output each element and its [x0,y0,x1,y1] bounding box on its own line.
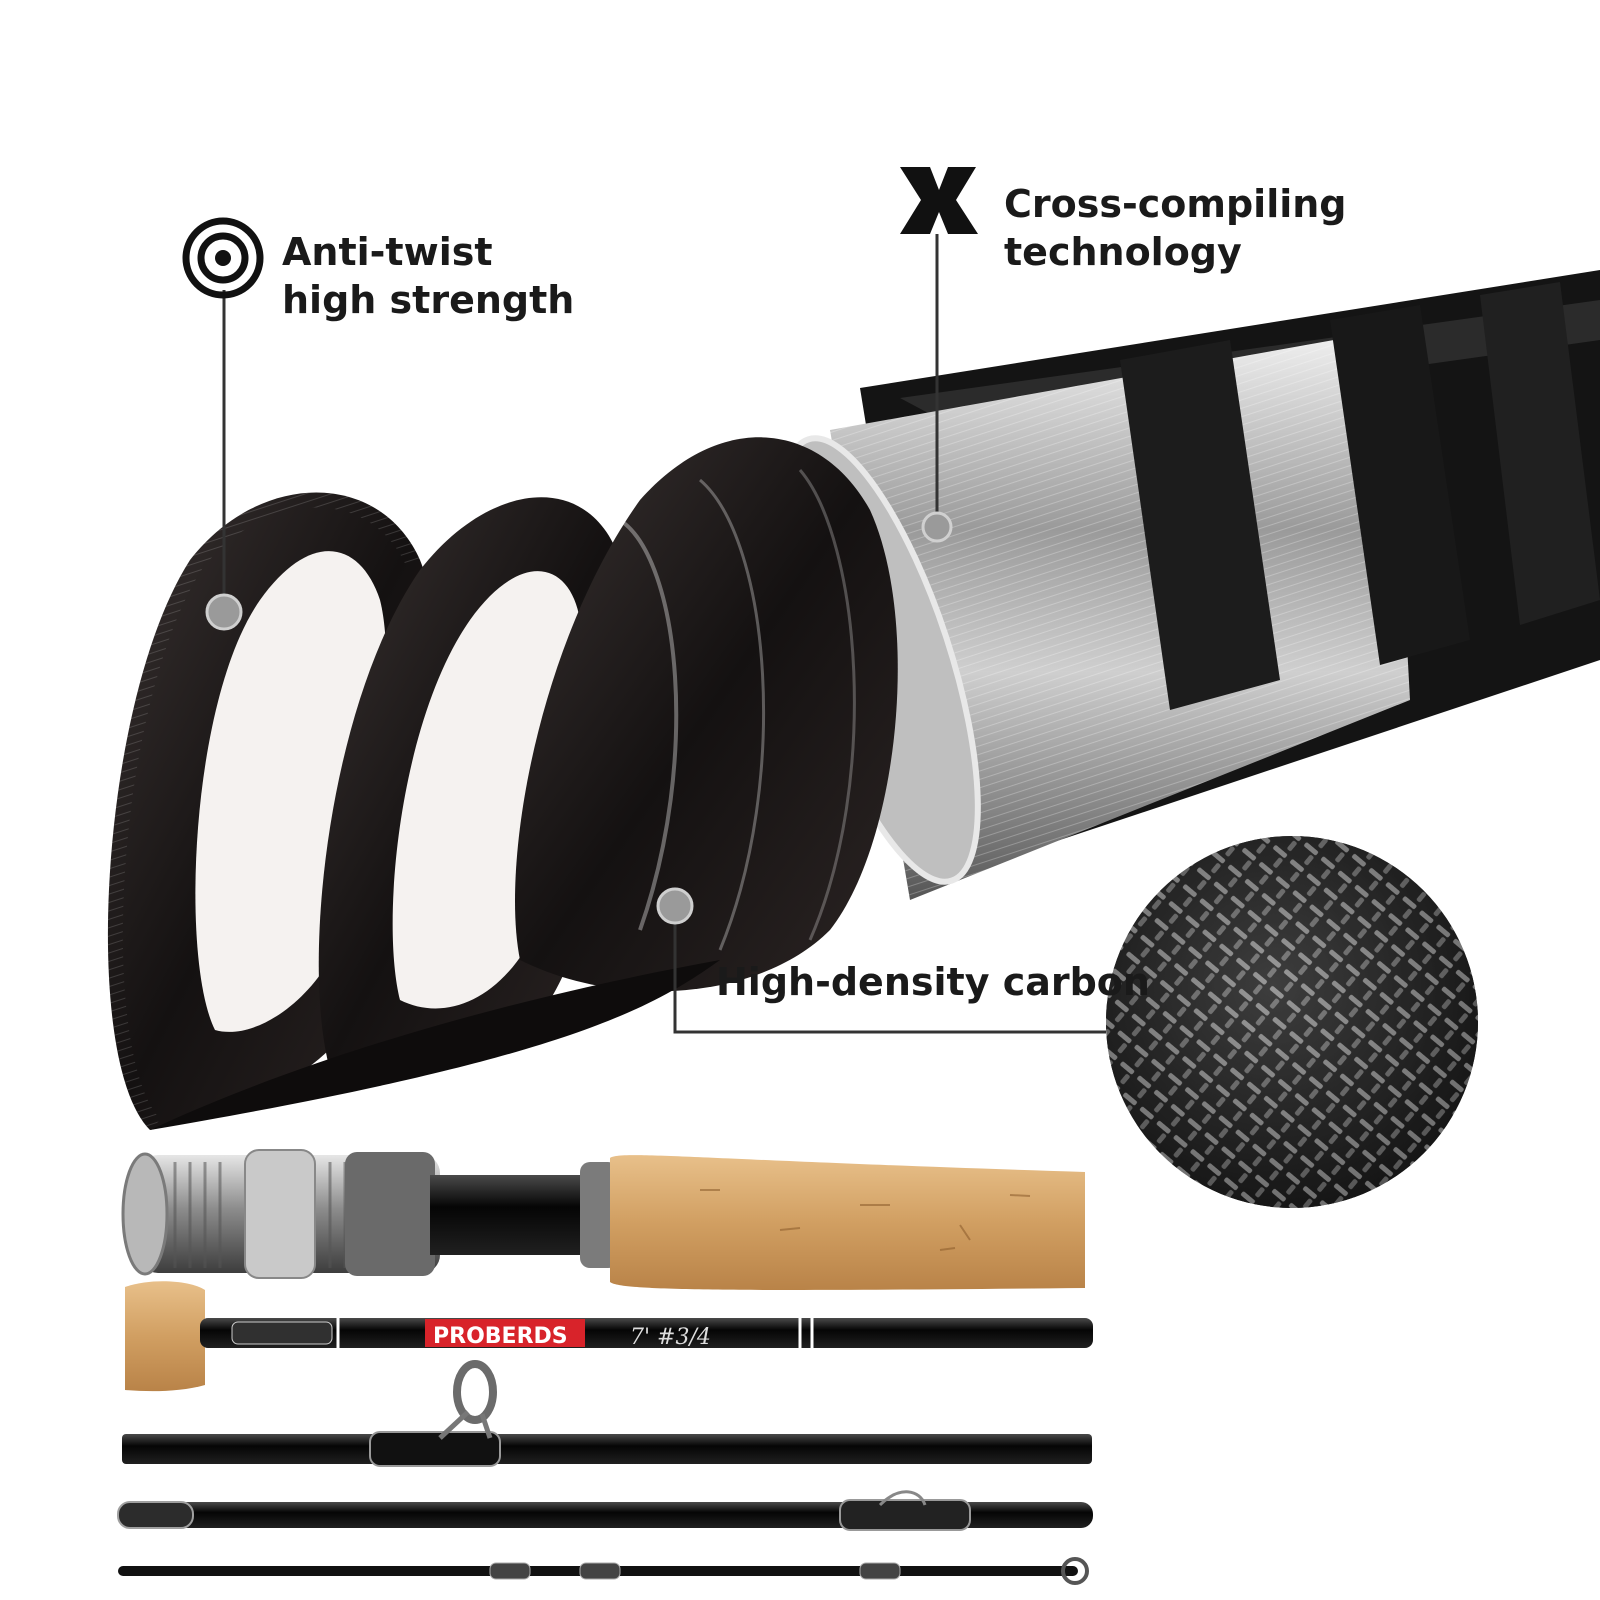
rod-spec-text: 7' #3/4 [630,1325,711,1350]
x-icon [900,167,978,234]
rod-section-tip [118,1557,1089,1585]
callout-anti-twist: Anti-twist high strength [282,228,574,324]
callout-high-density-carbon: High-density carbon [716,960,1150,1004]
carbon-weave-closeup [1106,836,1478,1208]
rod-brand-text: PROBERDS [433,1324,568,1349]
callout-cross-compiling-line2: technology [1004,230,1242,274]
rod-section-3 [117,1490,1093,1531]
carbon-tape-spiral [92,437,898,1141]
rod-section-2 [122,1360,1092,1467]
callout-anti-twist-line2: high strength [282,278,575,322]
reel-seat-and-grip [121,1149,1085,1290]
callout-cross-compiling-line1: Cross-compiling [1004,182,1347,226]
rod-label: PROBERDS 7' #3/4 [433,1324,711,1350]
callout-cross-compiling: Cross-compiling technology [1004,180,1347,276]
rod-section-butt [125,1281,1093,1392]
callout-anti-twist-line1: Anti-twist [282,230,493,274]
silver-inner-layer [779,330,1410,900]
target-icon [182,217,264,299]
callout-leaders [205,234,1106,1034]
tail-bands [1120,282,1600,710]
